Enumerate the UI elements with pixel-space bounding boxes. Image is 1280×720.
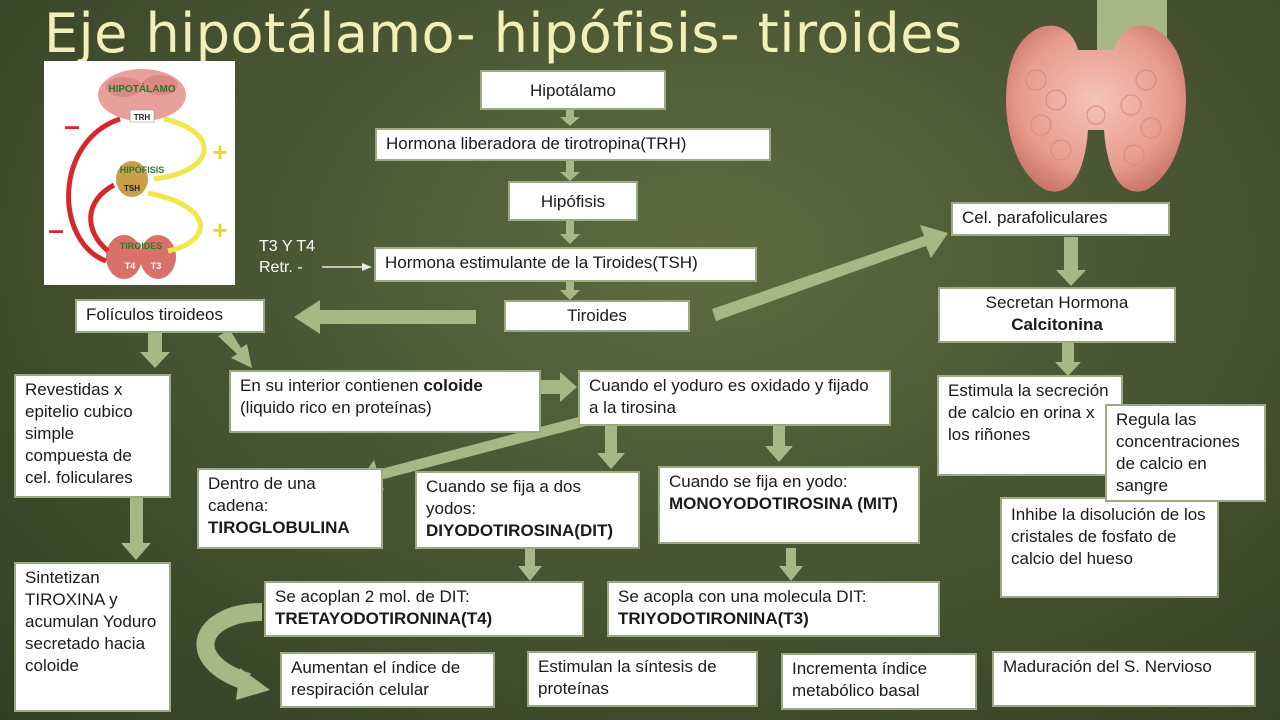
feedback-note-line1: T3 Y T4 <box>259 238 316 255</box>
node-revestidas: Revestidas x epitelio cubico simple comp… <box>14 374 171 498</box>
coloide-detail: (liquido rico en proteínas) <box>240 398 432 417</box>
dit-bold: DIYODOTIROSINA(DIT) <box>426 521 613 540</box>
t4-bold: TRETAYODOTIRONINA(T4) <box>275 609 493 628</box>
arrow-tiroides-parafoliculares <box>712 225 948 321</box>
arrow-yoduro-dit <box>597 425 625 469</box>
arrow-tsh-tiroides <box>560 281 580 300</box>
node-metabolico: Incrementa índice metabólico basal <box>781 653 977 710</box>
dit-text: Cuando se fija a dos yodos: <box>426 477 581 518</box>
node-mit: Cuando se fija en yodo: MONOYODOTIROSINA… <box>658 466 920 544</box>
arrow-tiroides-foliculos <box>294 300 476 334</box>
feedback-illustration-svg: HIPOTÁLAMO TRH HIPÓFISIS TSH TIROIDES T4… <box>48 69 228 279</box>
node-tiroglobulina: Dentro de una cadena: TIROGLOBULINA <box>197 468 383 549</box>
node-nervioso: Maduración del S. Nervioso <box>992 651 1256 707</box>
minus-sign-1: – <box>64 110 80 141</box>
arrow-curved-effects-head <box>236 668 270 700</box>
node-respiracion: Aumentan el índice de respiración celula… <box>280 652 495 708</box>
arrow-yoduro-tiroglobulina <box>360 415 590 490</box>
label-hipotalamo: HIPOTÁLAMO <box>108 82 175 95</box>
hormone-feedback-illustration: HIPOTÁLAMO TRH HIPÓFISIS TSH TIROIDES T4… <box>44 61 235 285</box>
node-yoduro: Cuando el yoduro es oxidado y fijado a l… <box>578 370 891 426</box>
arrow-hipotalamo-trh <box>560 109 580 126</box>
label-t3: T3 <box>151 261 162 271</box>
node-sintetizan: Sintetizan TIROXINA y acumulan Yoduro se… <box>14 562 171 712</box>
label-tiroides: TIROIDES <box>120 241 163 251</box>
label-t4: T4 <box>125 261 136 271</box>
slide-title: Eje hipotálamo- hipófisis- tiroides <box>44 2 963 65</box>
arrow-retro-head <box>362 263 372 271</box>
thyroid-lobe-left <box>106 235 142 279</box>
node-regula: Regula las concentraciones de calcio en … <box>1105 404 1266 502</box>
node-coloide: En su interior contienen coloide (liquid… <box>229 370 541 433</box>
arrow-revestidas-sintetizan <box>121 498 151 560</box>
node-proteinas: Estimulan la síntesis de proteínas <box>527 651 758 707</box>
label-tsh: TSH <box>124 184 140 193</box>
negative-arrow-2 <box>88 182 116 253</box>
arrow-yoduro-mit <box>765 418 793 462</box>
node-estimula: Estimula la secreción de calcio en orina… <box>937 375 1123 476</box>
t3-bold: TRIYODOTIRONINA(T3) <box>618 609 809 628</box>
node-foliculos: Folículos tiroideos <box>75 299 265 333</box>
arrow-calcitonina-estimula <box>1055 343 1081 376</box>
label-hipofisis: HIPÓFISIS <box>120 164 165 175</box>
thyroid-lobe-right <box>140 235 176 279</box>
positive-arrow-1 <box>153 116 207 182</box>
calcitonina-bold: Calcitonina <box>1011 315 1103 334</box>
node-parafoliculares: Cel. parafoliculares <box>951 202 1170 236</box>
node-t3: Se acopla con una molecula DIT: TRIYODOT… <box>607 581 940 637</box>
plus-sign-2: + <box>212 215 227 245</box>
mit-bold: MONOYODOTIROSINA (MIT) <box>669 494 898 513</box>
tiroglobulina-text: Dentro de una cadena: <box>208 474 316 515</box>
arrow-trh-hipofisis <box>560 160 580 181</box>
t4-text: Se acoplan 2 mol. de DIT: <box>275 587 470 606</box>
t3-text: Se acopla con una molecula DIT: <box>618 587 867 606</box>
arrow-parafoliculares-calcitonina <box>1056 237 1086 286</box>
plus-sign-1: + <box>212 137 227 167</box>
feedback-note: T3 Y T4 Retr. - <box>259 236 315 278</box>
node-calcitonina: Secretan Hormona Calcitonina <box>938 287 1176 343</box>
mit-text: Cuando se fija en yodo: <box>669 472 848 491</box>
positive-arrow-2 <box>147 190 203 254</box>
calcitonina-text: Secretan Hormona <box>985 293 1129 312</box>
label-trh: TRH <box>134 113 151 122</box>
minus-sign-2: – <box>48 214 64 245</box>
node-inhibe: Inhibe la disolución de los cristales de… <box>1000 497 1219 598</box>
tiroglobulina-bold: TIROGLOBULINA <box>208 518 350 537</box>
arrow-dit-t4 <box>518 548 542 581</box>
pituitary-shape <box>116 161 148 197</box>
coloide-text: En su interior contienen <box>240 376 424 395</box>
thyroid-gland-illustration <box>1006 25 1186 192</box>
node-trh: Hormona liberadora de tirotropina(TRH) <box>375 128 771 161</box>
coloide-bold: coloide <box>423 376 483 395</box>
node-hipotalamo: Hipotálamo <box>480 70 666 110</box>
arrow-mit-t3 <box>779 548 803 581</box>
arrow-foliculos-coloide <box>218 330 252 368</box>
node-tiroides: Tiroides <box>504 300 690 332</box>
node-tsh: Hormona estimulante de la Tiroides(TSH) <box>374 247 757 282</box>
arrow-coloide-yoduro <box>541 372 577 402</box>
node-dit: Cuando se fija a dos yodos: DIYODOTIROSI… <box>415 471 640 549</box>
arrow-curved-effects <box>196 603 263 691</box>
node-hipofisis: Hipófisis <box>508 181 638 221</box>
negative-arrow-1 <box>66 116 121 264</box>
feedback-note-line2: Retr. - <box>259 259 303 276</box>
node-t4: Se acoplan 2 mol. de DIT: TRETAYODOTIRON… <box>264 581 584 637</box>
arrow-hipofisis-tsh <box>560 221 580 244</box>
arrow-foliculos-revestidas <box>140 333 170 368</box>
